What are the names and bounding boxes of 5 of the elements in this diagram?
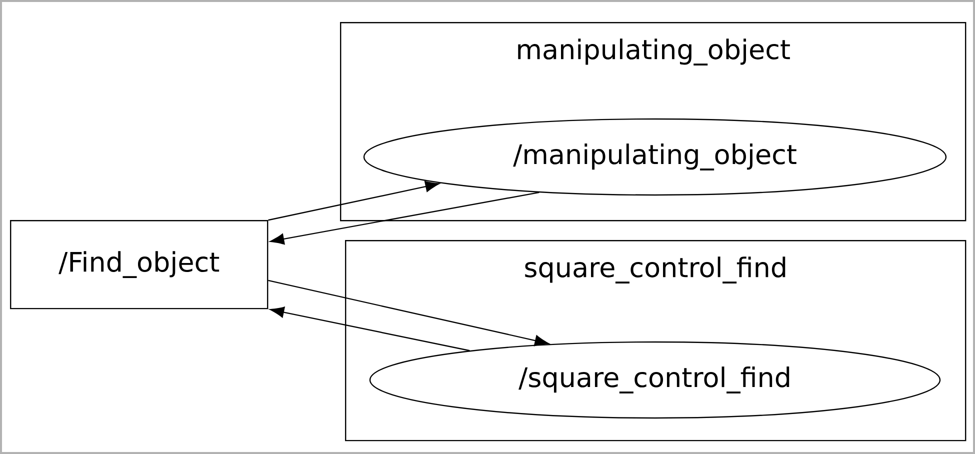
arrow <box>270 306 470 352</box>
node-box: /Find_object <box>10 220 268 310</box>
arrow <box>270 192 540 245</box>
arrow <box>268 280 549 346</box>
arrow <box>268 181 440 221</box>
